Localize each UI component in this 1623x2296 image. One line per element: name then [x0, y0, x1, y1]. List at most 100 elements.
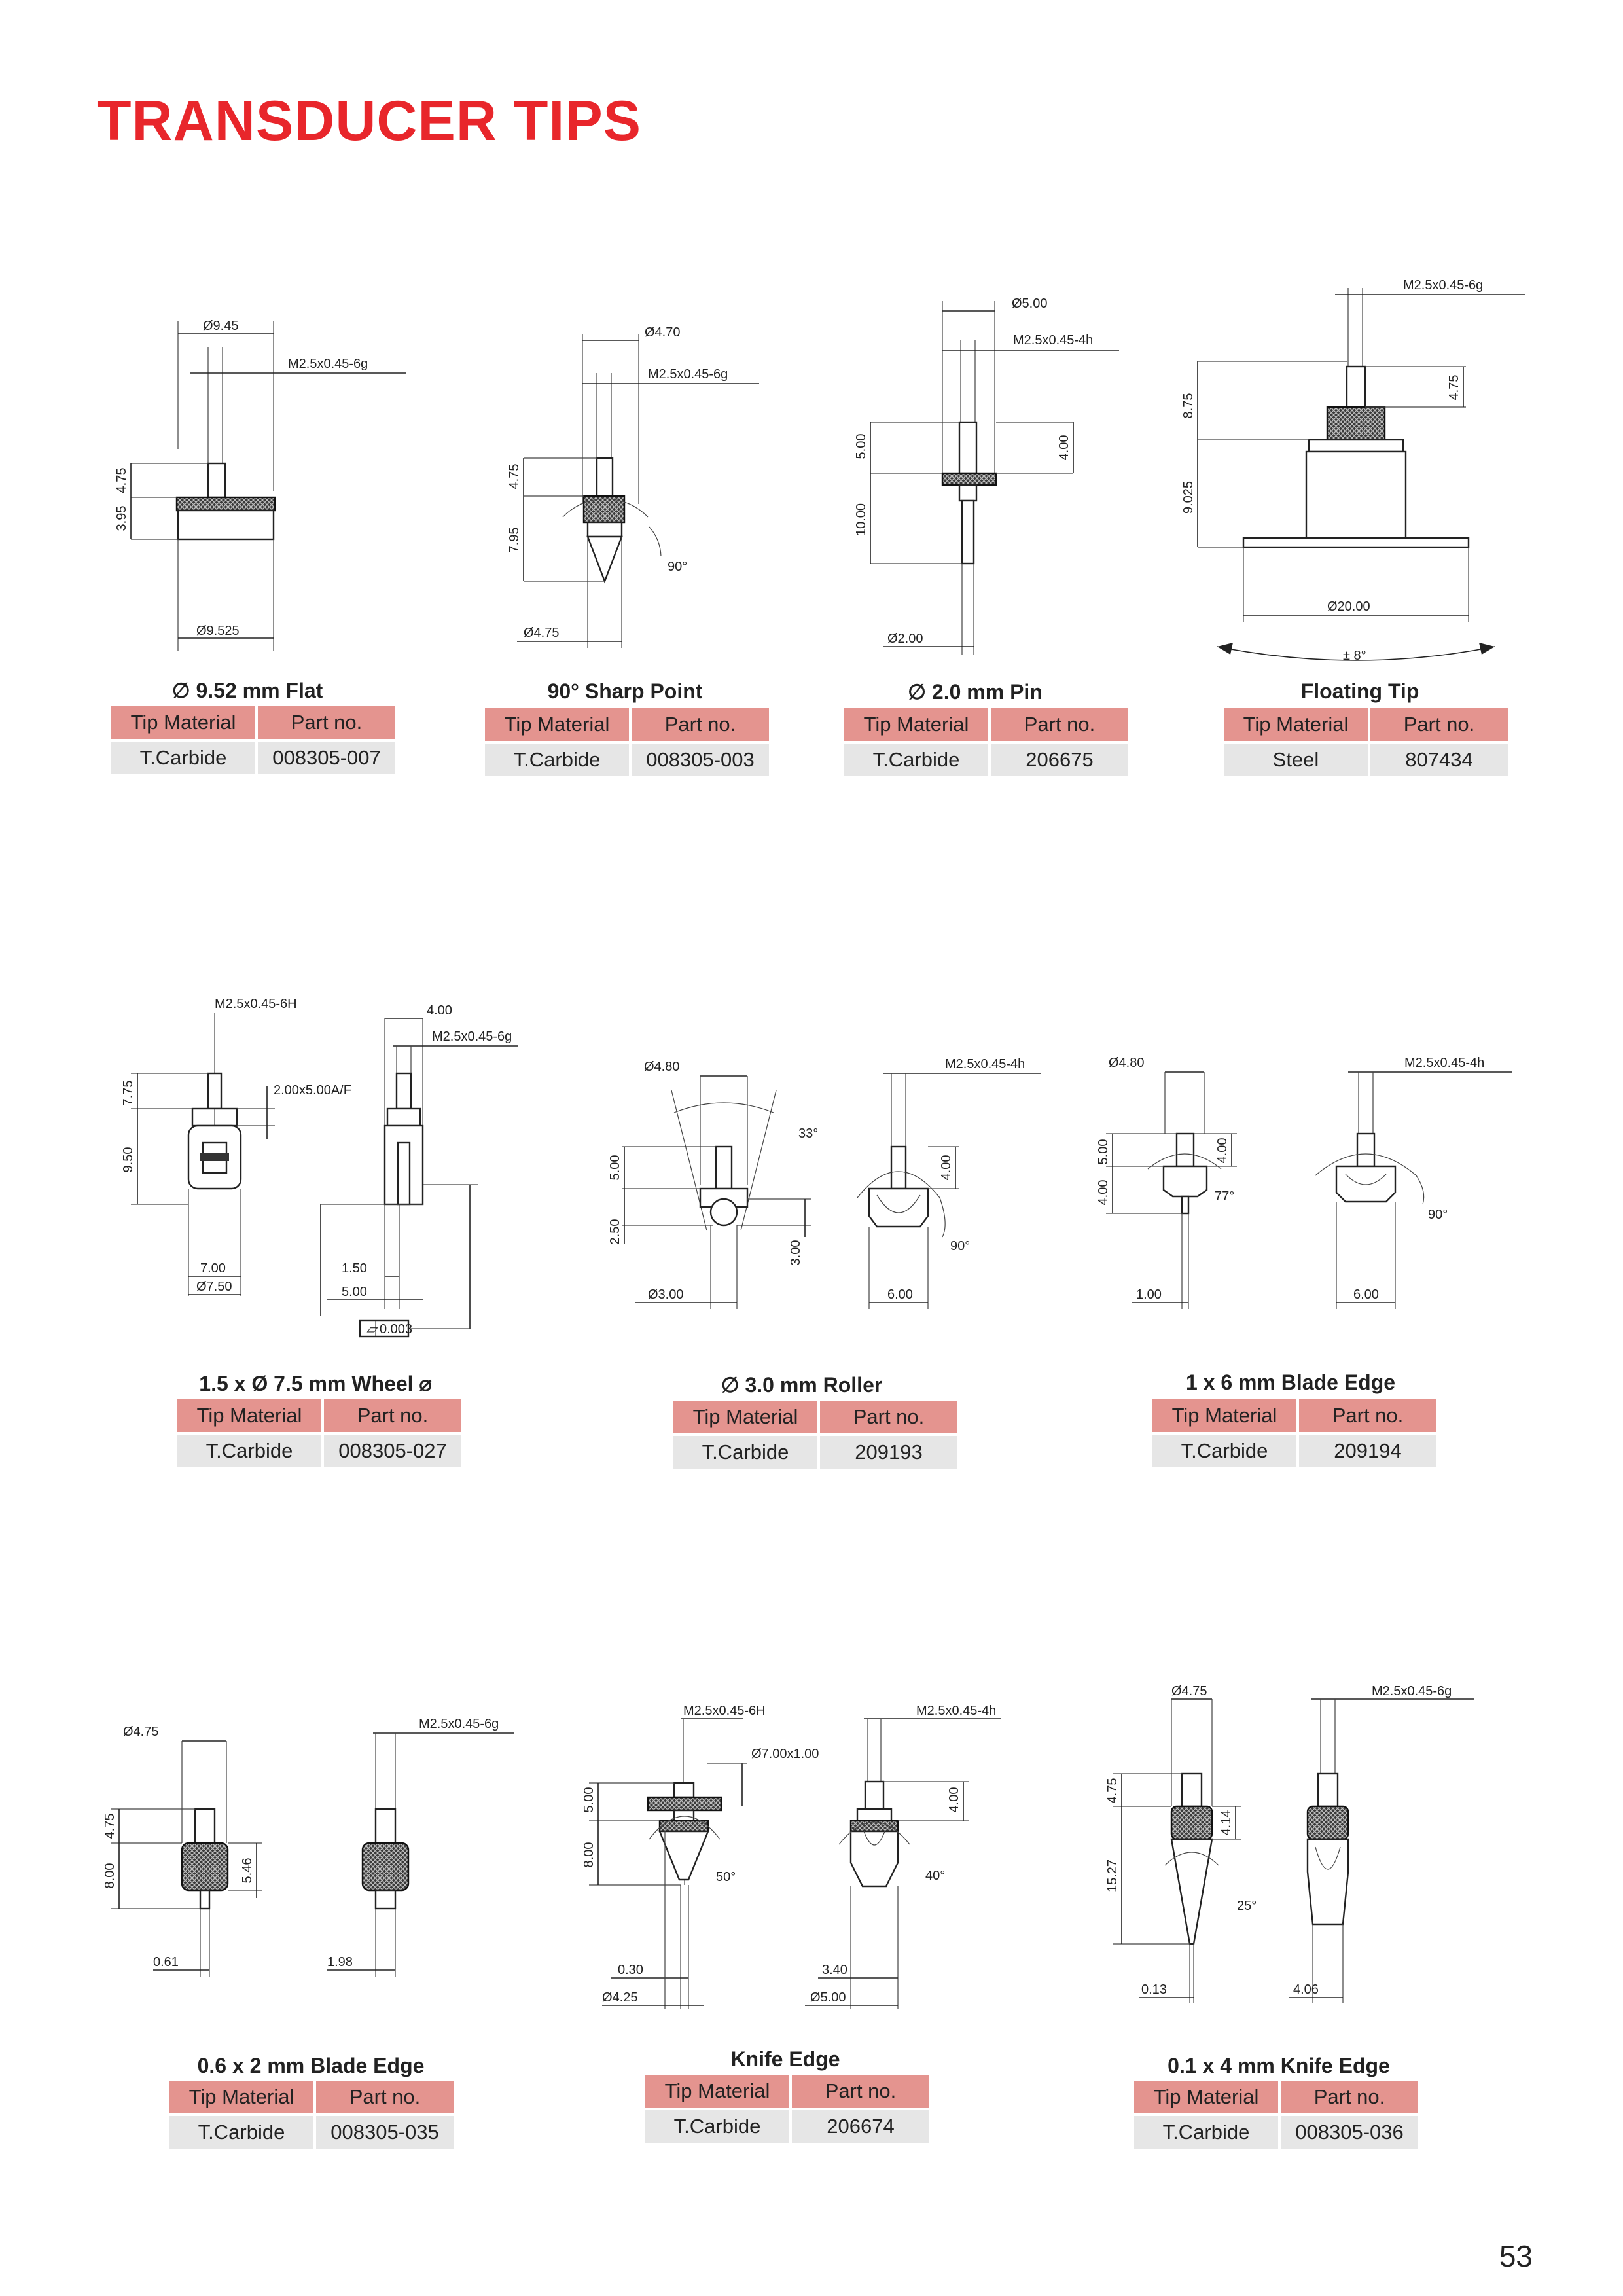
dim-label: 4.75: [1105, 1778, 1120, 1804]
tip-material: T.Carbide: [645, 2110, 789, 2143]
part-number: 008305-035: [316, 2116, 454, 2149]
dim-label: M2.5x0.45-4h: [1404, 1056, 1484, 1070]
dim-label: 4.75: [1447, 375, 1461, 401]
dim-label: 8.00: [103, 1863, 117, 1889]
dim-label: 40°: [925, 1869, 945, 1883]
drawing-blade-edge-6mm: Ø4.80 77° 5.00 4.00 4.00 1.00 M2.5x0.45-…: [1096, 1056, 1512, 1309]
product-title: ∅ 3.0 mm Roller: [721, 1373, 883, 1397]
drawing-wheel-tip: M2.5x0.45-6H 2.00x5.00A/F 7.75 9.50 7.00…: [121, 997, 518, 1338]
dim-label: 50°: [716, 1870, 736, 1884]
tip-material: T.Carbide: [1152, 1435, 1296, 1467]
dim-label: Ø4.25: [602, 1990, 637, 2005]
dim-label: M2.5x0.45-6g: [419, 1717, 499, 1731]
product-title: 1.5 x Ø 7.5 mm Wheel ⌀: [199, 1372, 432, 1395]
product-title: ∅ 9.52 mm Flat: [171, 679, 323, 702]
header-tip-material: Tip Material: [485, 708, 629, 741]
header-tip-material: Tip Material: [645, 2075, 789, 2108]
dim-label: 5.46: [240, 1858, 255, 1884]
header-tip-material: Tip Material: [844, 708, 988, 741]
header-part-no: Part no.: [632, 708, 769, 741]
dim-label: 77°: [1215, 1189, 1234, 1204]
dim-label: 5.00: [582, 1787, 596, 1813]
tip-material: T.Carbide: [177, 1435, 321, 1467]
dim-label: 25°: [1237, 1899, 1257, 1913]
drawing-flat-tip: Ø9.45 M2.5x0.45-6g 4.75 3.95 Ø9.525: [115, 319, 406, 651]
product-title: ∅ 2.0 mm Pin: [908, 680, 1043, 704]
part-number: 008305-003: [632, 744, 769, 776]
dim-label: Ø7.00x1.00: [751, 1747, 819, 1761]
header-part-no: Part no.: [991, 708, 1128, 741]
dim-label: 4.14: [1219, 1810, 1234, 1836]
tip-material: Steel: [1224, 744, 1368, 776]
dim-label: 3.95: [115, 506, 129, 531]
dim-label: 15.27: [1105, 1859, 1120, 1892]
drawing-pin-tip: Ø5.00 M2.5x0.45-4h 5.00 10.00 4.00 Ø2.00: [854, 296, 1119, 655]
header-part-no: Part no.: [1299, 1399, 1436, 1432]
header-tip-material: Tip Material: [1152, 1399, 1296, 1432]
dim-label: M2.5x0.45-6H: [683, 1704, 766, 1718]
dim-label: Ø5.00: [810, 1990, 846, 2005]
flatness-symbol: ⏥: [366, 1322, 378, 1336]
dim-label: M2.5x0.45-6g: [1403, 278, 1483, 293]
dim-label: 4.75: [507, 464, 522, 490]
part-number: 807434: [1370, 744, 1508, 776]
dim-label: Ø3.00: [648, 1287, 683, 1302]
dim-label: 0.003: [380, 1322, 412, 1336]
part-number: 209193: [820, 1436, 957, 1469]
drawing-knife-edge: M2.5x0.45-6H Ø7.00x1.00 50° 5.00 8.00 0.…: [582, 1704, 1001, 2009]
header-tip-material: Tip Material: [111, 706, 255, 739]
dim-label: 8.00: [582, 1842, 596, 1868]
dim-label: M2.5x0.45-6g: [288, 357, 368, 371]
dim-label: 9.50: [121, 1147, 135, 1173]
dim-label: ± 8°: [1343, 649, 1366, 663]
product-title: Knife Edge: [730, 2047, 840, 2071]
tip-material: T.Carbide: [111, 742, 255, 774]
tip-material: T.Carbide: [169, 2116, 313, 2149]
drawing-floating-tip: M2.5x0.45-6g 4.75 8.75 9.025 Ø20.00 ± 8°: [1181, 278, 1525, 663]
dim-label: M2.5x0.45-6g: [648, 367, 728, 382]
product-title: 1 x 6 mm Blade Edge: [1185, 1371, 1396, 1394]
dim-label: Ø4.70: [645, 325, 680, 340]
dim-label: 33°: [798, 1126, 818, 1141]
tip-material: T.Carbide: [1134, 2116, 1278, 2149]
product-title: 0.6 x 2 mm Blade Edge: [197, 2054, 425, 2077]
dim-label: Ø20.00: [1327, 600, 1370, 614]
dim-label: 3.00: [789, 1240, 803, 1266]
tip-material: T.Carbide: [485, 744, 629, 776]
dim-label: 5.00: [1096, 1139, 1111, 1165]
dim-label: 90°: [1428, 1208, 1448, 1222]
header-part-no: Part no.: [316, 2081, 454, 2113]
part-number: 206674: [792, 2110, 929, 2143]
header-part-no: Part no.: [820, 1401, 957, 1433]
dim-label: 1.98: [327, 1955, 353, 1969]
dim-label: 5.00: [854, 434, 868, 459]
dim-label: 4.00: [427, 1003, 452, 1018]
dim-label: Ø9.525: [196, 624, 240, 638]
drawing-blade-edge-2mm: Ø4.75 4.75 8.00 5.46 0.61 M2.5x0.45-6g 1…: [103, 1717, 514, 1977]
dim-label: 4.00: [1057, 435, 1071, 461]
dim-label: Ø9.45: [203, 319, 238, 333]
dim-label: 4.00: [947, 1787, 961, 1813]
dim-label: 6.00: [1353, 1287, 1379, 1302]
dim-label: 7.00: [200, 1261, 226, 1276]
dim-label: Ø5.00: [1012, 296, 1047, 311]
part-number: 008305-027: [324, 1435, 461, 1467]
dim-label: 1.50: [342, 1261, 367, 1276]
dim-label: 5.00: [342, 1285, 367, 1299]
dim-label: 90°: [668, 560, 687, 574]
header-tip-material: Tip Material: [673, 1401, 817, 1433]
dim-label: 4.00: [939, 1155, 954, 1181]
drawing-knife-edge-4mm: Ø4.75 25° 4.75 15.27 4.14 0.13 M2.5x0.45…: [1105, 1684, 1474, 2003]
dim-label: 3.40: [822, 1963, 847, 1977]
dim-label: Ø4.75: [123, 1725, 158, 1739]
dim-label: 90°: [950, 1239, 970, 1253]
dim-label: Ø4.80: [644, 1060, 679, 1074]
dim-label: 4.00: [1096, 1180, 1111, 1206]
header-tip-material: Tip Material: [1134, 2081, 1278, 2113]
